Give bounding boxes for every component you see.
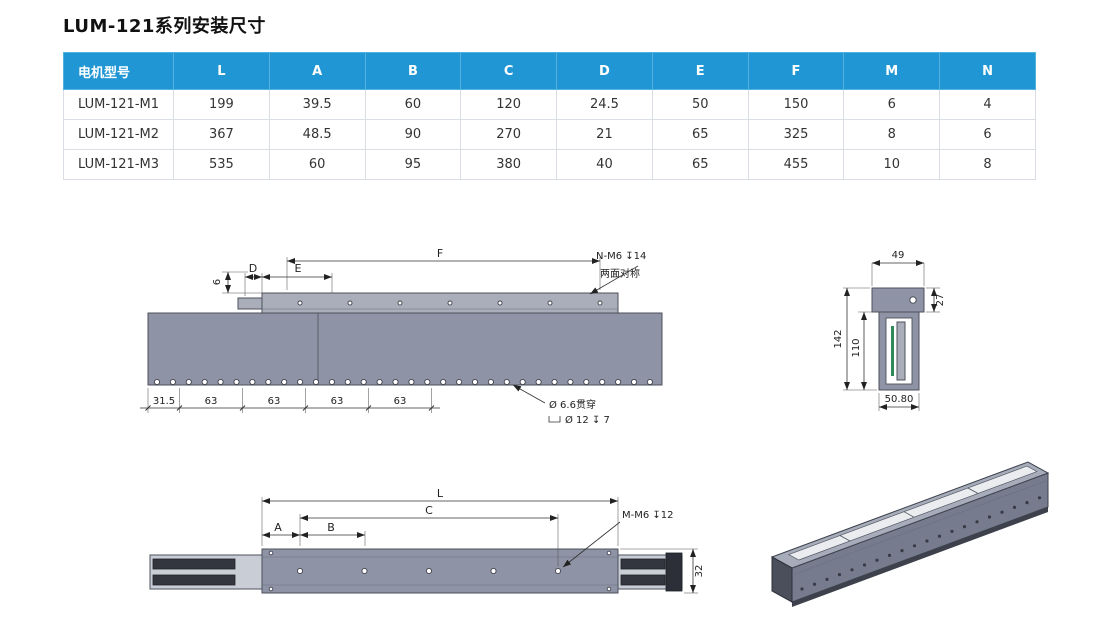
value-cell: 24.5 <box>556 89 653 120</box>
value-cell: 380 <box>460 149 558 180</box>
end-view-drawing: 49 27 142 110 50.80 <box>833 250 946 411</box>
top-view-end-cap <box>665 552 683 592</box>
dim-label-50-80: 50.80 <box>885 394 914 405</box>
page-title: LUM-121系列安装尺寸 <box>63 16 266 37</box>
side-view-top-plate <box>261 292 619 314</box>
dim-label-63-1: 63 <box>205 396 218 407</box>
technical-drawings: F D E 6 N-M6 ↧14 两面对称 <box>140 247 1050 607</box>
value-cell: 50 <box>651 89 749 120</box>
header-cell-L: L <box>173 52 270 90</box>
end-view-tongue <box>896 321 906 381</box>
base-mounting-holes <box>153 378 653 386</box>
dim-label-F: F <box>437 247 443 260</box>
dim-label-32: 32 <box>694 565 705 578</box>
value-cell: 120 <box>460 89 558 120</box>
value-cell: 6 <box>843 89 941 120</box>
value-cell: 455 <box>747 149 845 180</box>
iso-end-face <box>771 556 793 603</box>
dim-label-142: 142 <box>833 329 844 348</box>
plate-mounting-holes <box>297 300 603 306</box>
header-cell-N: N <box>939 52 1036 90</box>
value-cell: 367 <box>173 119 270 150</box>
model-cell: LUM-121-M3 <box>63 149 174 180</box>
value-cell: 48.5 <box>268 119 366 150</box>
dim-label-E: E <box>295 262 302 275</box>
header-cell-E: E <box>651 52 749 90</box>
top-view-drawing: L C A B M-M6 ↧12 32 <box>149 487 705 594</box>
header-cell-F: F <box>747 52 845 90</box>
note-thread-N: N-M6 ↧14 <box>596 251 646 262</box>
value-cell: 150 <box>747 89 845 120</box>
value-cell: 21 <box>556 119 653 150</box>
note-hole-diameter: Ø 6.6贯穿 <box>549 398 596 411</box>
value-cell: 4 <box>939 89 1036 120</box>
top-view-body <box>261 548 619 594</box>
dim-label-27: 27 <box>935 294 946 307</box>
dim-label-C: C <box>425 504 433 517</box>
note-symmetry: 两面对称 <box>600 267 640 280</box>
top-view-corner-holes <box>268 550 274 592</box>
dim-label-A: A <box>274 521 282 534</box>
value-cell: 535 <box>173 149 270 180</box>
dim-label-L: L <box>437 487 444 500</box>
value-cell: 90 <box>364 119 462 150</box>
side-view-drawing: F D E 6 N-M6 ↧14 两面对称 <box>140 247 663 426</box>
table-row: LUM-121-M3 535 60 95 380 40 65 455 10 8 <box>63 149 1036 180</box>
value-cell: 60 <box>268 149 366 180</box>
value-cell: 199 <box>173 89 270 120</box>
value-cell: 39.5 <box>268 89 366 120</box>
value-cell: 40 <box>556 149 653 180</box>
value-cell: 8 <box>843 119 941 150</box>
header-cell-A: A <box>268 52 366 90</box>
value-cell: 65 <box>651 119 749 150</box>
iso-side-holes <box>800 496 1042 591</box>
header-cell-D: D <box>556 52 653 90</box>
dim-label-63-2: 63 <box>268 396 281 407</box>
end-view-hole <box>909 296 917 304</box>
dim-label-63-3: 63 <box>331 396 344 407</box>
iso-carriage-plate <box>787 465 1038 561</box>
end-view-seal-strip <box>891 326 894 376</box>
end-view-carriage <box>871 287 925 313</box>
model-cell: LUM-121-M2 <box>63 119 174 150</box>
header-cell-B: B <box>364 52 462 90</box>
table-row: LUM-121-M1 199 39.5 60 120 24.5 50 150 6… <box>63 89 1036 120</box>
top-view-corner-holes <box>606 550 612 592</box>
top-view-center-holes <box>296 567 562 575</box>
dim-label-6: 6 <box>212 279 223 285</box>
value-cell: 65 <box>651 149 749 180</box>
value-cell: 10 <box>843 149 941 180</box>
header-cell-model: 电机型号 <box>63 52 174 90</box>
value-cell: 60 <box>364 89 462 120</box>
side-view-motor-stub <box>237 297 263 310</box>
dim-label-110: 110 <box>851 338 862 357</box>
value-cell: 95 <box>364 149 462 180</box>
note-counterbore: Ø 12 ↧ 7 <box>565 414 610 426</box>
model-cell: LUM-121-M1 <box>63 89 174 120</box>
value-cell: 6 <box>939 119 1036 150</box>
dim-label-B: B <box>327 521 335 534</box>
table-row: LUM-121-M2 367 48.5 90 270 21 65 325 8 6 <box>63 119 1036 150</box>
note-thread-M: M-M6 ↧12 <box>622 510 674 521</box>
dim-label-63-4: 63 <box>394 396 407 407</box>
spec-table: 电机型号 L A B C D E F M N LUM-121-M1 199 39… <box>63 52 1036 180</box>
counterbore-icon <box>548 416 561 423</box>
value-cell: 270 <box>460 119 558 150</box>
dim-label-D: D <box>249 262 257 275</box>
header-cell-C: C <box>460 52 558 90</box>
value-cell: 8 <box>939 149 1036 180</box>
side-view-body <box>147 312 663 386</box>
dim-label-31-5: 31.5 <box>153 396 175 407</box>
header-cell-M: M <box>843 52 941 90</box>
dim-label-49: 49 <box>892 250 905 261</box>
value-cell: 325 <box>747 119 845 150</box>
isometric-view-drawing <box>770 461 1050 607</box>
spec-table-header-row: 电机型号 L A B C D E F M N <box>63 52 1036 90</box>
